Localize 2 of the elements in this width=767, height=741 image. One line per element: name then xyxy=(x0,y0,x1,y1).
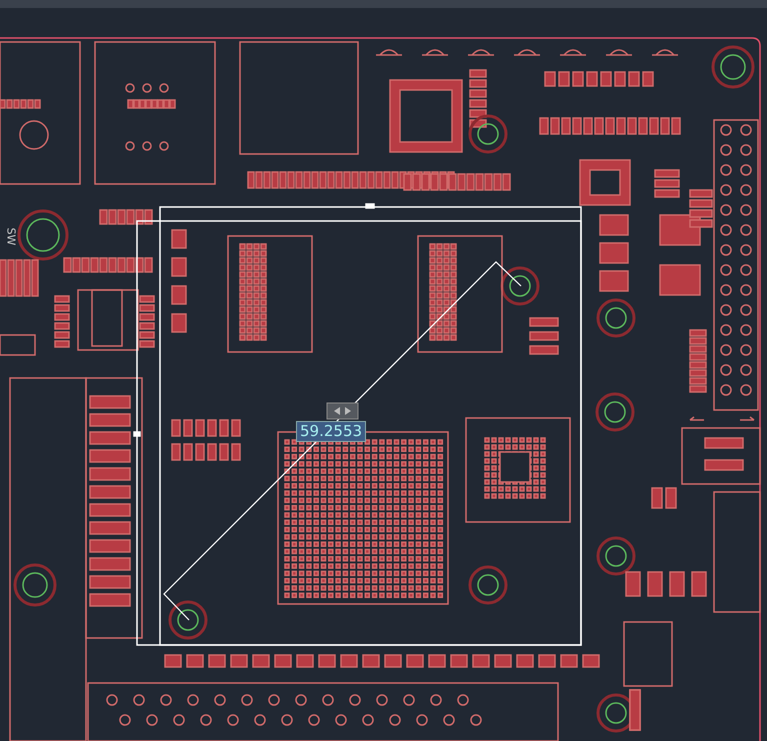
measurement-value: 59.2553 xyxy=(296,421,366,442)
silkscreen-text: SW xyxy=(4,228,18,246)
